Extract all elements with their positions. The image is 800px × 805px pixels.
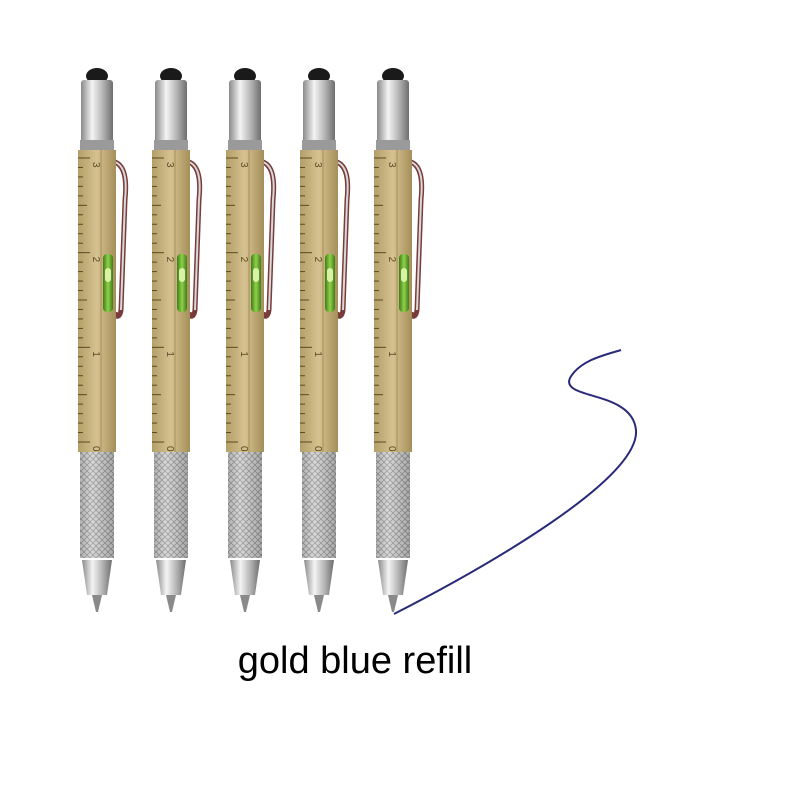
grip-shine [228,452,262,558]
ruler-label: 0 [164,446,175,452]
ruler-label: 3 [312,162,323,168]
clip-highlight [410,161,423,311]
ruler-label: 1 [90,351,101,357]
cap-ring [376,140,410,150]
clip-highlight [188,161,201,311]
ruler-label: 2 [386,257,397,263]
grip-shine [80,452,114,558]
ruler-label: 0 [238,446,249,452]
ruler-label: 0 [312,446,323,452]
ruler-label: 2 [90,257,101,263]
ruler-label: 3 [386,162,397,168]
chrome-cap [303,80,335,146]
ballpoint [314,595,324,612]
spirit-level [325,254,335,312]
pen: 3 2 1 0 [152,68,203,612]
tip-cone [230,560,260,595]
level-bubble [401,268,407,282]
pen: 3 2 1 0 [78,68,129,612]
ruler-label: 1 [164,351,175,357]
ruler-label: 2 [312,257,323,263]
ruler-label: 1 [386,351,397,357]
spirit-level [103,254,113,312]
pen: 3 2 1 0 [226,68,277,612]
clip-highlight [336,161,349,311]
ruler-label: 1 [238,351,249,357]
spirit-level [177,254,187,312]
pen: 3 2 1 0 [300,68,351,612]
ballpoint [388,595,398,612]
ruler-label: 2 [238,257,249,263]
cap-ring [80,140,114,150]
tip-cone [378,560,408,595]
level-bubble [327,268,333,282]
grip-shine [154,452,188,558]
grip-shine [302,452,336,558]
chrome-cap [81,80,113,146]
ballpoint [240,595,250,612]
cap-ring [228,140,262,150]
clip-highlight [262,161,275,311]
spirit-level [399,254,409,312]
chrome-cap [229,80,261,146]
level-bubble [253,268,259,282]
ruler-label: 0 [90,446,101,452]
level-bubble [179,268,185,282]
spirit-level [251,254,261,312]
ballpoint [166,595,176,612]
ruler-label: 3 [90,162,101,168]
tip-cone [156,560,186,595]
chrome-cap [155,80,187,146]
ballpoint [92,595,102,612]
cap-ring [154,140,188,150]
cap-ring [302,140,336,150]
tip-cone [304,560,334,595]
ruler-label: 3 [164,162,175,168]
chrome-cap [377,80,409,146]
level-bubble [105,268,111,282]
clip-highlight [114,161,127,311]
pen: 3 2 1 0 [374,68,425,612]
ruler-label: 3 [238,162,249,168]
ink-scribble-line [393,349,638,615]
grip-shine [376,452,410,558]
ruler-label: 1 [312,351,323,357]
caption-text: gold blue refill [237,640,473,682]
tip-cone [82,560,112,595]
ruler-label: 0 [386,446,397,452]
ruler-label: 2 [164,257,175,263]
